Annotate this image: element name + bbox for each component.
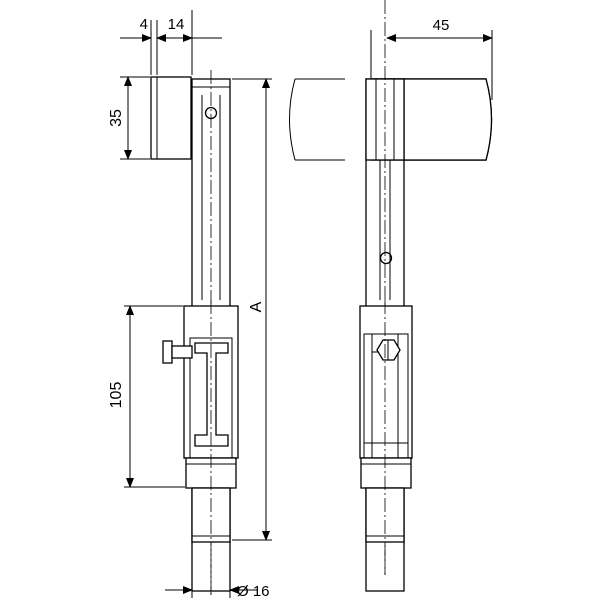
dim-label-diameter: Ø 16 xyxy=(237,583,270,600)
dim-label-105: 105 xyxy=(108,382,125,409)
front-view xyxy=(150,70,239,595)
dim-label-35: 35 xyxy=(108,109,125,127)
dimensions-front: 4 14 35 A 105 Ø 16 xyxy=(108,10,272,600)
dim-label-45: 45 xyxy=(433,17,450,34)
knob-head xyxy=(162,340,173,364)
knob-stem xyxy=(171,345,193,359)
dim-label-4: 4 xyxy=(140,16,148,33)
dimensions-side: 45 xyxy=(370,17,493,100)
side-view xyxy=(289,0,493,592)
side-lower-collar xyxy=(360,457,412,489)
side-pin-hole xyxy=(379,251,393,265)
pin-hole xyxy=(204,106,218,120)
dim-label-14: 14 xyxy=(168,16,185,33)
top-plate xyxy=(150,76,192,160)
dim-label-a: A xyxy=(248,301,265,312)
side-bracket xyxy=(359,305,413,459)
guide-profile xyxy=(194,342,229,447)
